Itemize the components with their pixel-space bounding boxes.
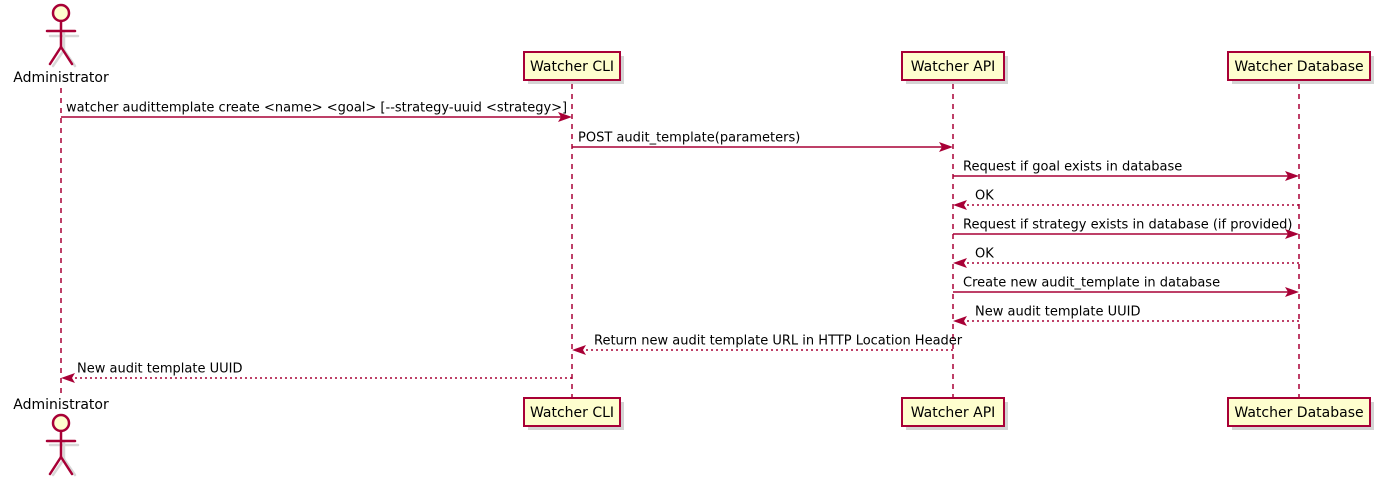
participant-box bbox=[1227, 397, 1371, 427]
message-1-watcher-audittemplate-create[interactable]: watcher audittemplate create <name> <goa… bbox=[61, 101, 572, 123]
lifelines-layer bbox=[60, 84, 1300, 398]
message-arrowhead bbox=[572, 345, 586, 355]
message-label: Request if strategy exists in database (… bbox=[963, 218, 1292, 233]
actor-shadow bbox=[48, 440, 80, 477]
message-label: OK bbox=[975, 189, 994, 204]
message-label: Return new audit template URL in HTTP Lo… bbox=[594, 334, 963, 349]
message-8-new-audit-template-uuid[interactable]: New audit template UUID bbox=[953, 305, 1299, 327]
participant-label-watcher-cli-bottom: Watcher CLI bbox=[530, 405, 614, 421]
actor-body-icon bbox=[45, 429, 77, 476]
actor-label-administrator-bottom: Administrator bbox=[13, 397, 109, 413]
message-arrowhead bbox=[61, 373, 75, 383]
participant-label-watcher-api-top: Watcher API bbox=[911, 59, 996, 75]
message-arrowhead bbox=[1285, 229, 1299, 239]
message-arrowhead bbox=[1285, 287, 1299, 297]
participant-watcher-api-top[interactable]: Watcher API bbox=[901, 51, 1008, 84]
message-2-post-audit-template[interactable]: POST audit_template(parameters) bbox=[572, 131, 953, 153]
participant-box bbox=[523, 397, 621, 427]
message-4-ok-goal[interactable]: OK bbox=[953, 189, 1299, 211]
participant-label-watcher-database-top: Watcher Database bbox=[1234, 59, 1363, 75]
message-5-request-strategy-exists[interactable]: Request if strategy exists in database (… bbox=[953, 218, 1299, 240]
participant-watcher-cli-top[interactable]: Watcher CLI bbox=[523, 51, 624, 84]
participant-watcher-database-bottom[interactable]: Watcher Database bbox=[1227, 397, 1374, 430]
participant-box bbox=[901, 397, 1005, 427]
message-9-return-location-header[interactable]: Return new audit template URL in HTTP Lo… bbox=[572, 334, 963, 356]
actor-body-icon bbox=[45, 19, 77, 66]
actor-head-icon bbox=[51, 413, 71, 433]
message-arrowhead bbox=[558, 112, 572, 122]
participant-watcher-api-bottom[interactable]: Watcher API bbox=[901, 397, 1008, 430]
participant-label-watcher-database-bottom: Watcher Database bbox=[1234, 405, 1363, 421]
message-label: OK bbox=[975, 247, 994, 262]
participant-box bbox=[523, 51, 621, 81]
participant-label-watcher-api-bottom: Watcher API bbox=[911, 405, 996, 421]
message-label: Create new audit_template in database bbox=[963, 276, 1220, 291]
actor-administrator-top[interactable]: Administrator bbox=[13, 3, 109, 86]
message-arrowhead bbox=[953, 200, 967, 210]
participant-label-watcher-cli-top: Watcher CLI bbox=[530, 59, 614, 75]
message-3-request-goal-exists[interactable]: Request if goal exists in database bbox=[953, 160, 1299, 182]
message-label: New audit template UUID bbox=[77, 362, 242, 377]
message-10-new-audit-template-uuid-to-admin[interactable]: New audit template UUID bbox=[61, 362, 572, 384]
actor-head-icon bbox=[51, 3, 71, 23]
message-arrowhead bbox=[953, 258, 967, 268]
message-label: watcher audittemplate create <name> <goa… bbox=[66, 101, 567, 116]
message-arrowhead bbox=[953, 316, 967, 326]
actor-label-administrator-top: Administrator bbox=[13, 70, 109, 86]
participant-box bbox=[901, 51, 1005, 81]
message-arrowhead bbox=[939, 142, 953, 152]
message-label: New audit template UUID bbox=[975, 305, 1140, 320]
actor-administrator-bottom[interactable]: Administrator bbox=[13, 397, 109, 477]
message-label: Request if goal exists in database bbox=[963, 160, 1182, 175]
message-7-create-audit-template[interactable]: Create new audit_template in database bbox=[953, 276, 1299, 298]
message-arrowhead bbox=[1285, 171, 1299, 181]
participant-watcher-database-top[interactable]: Watcher Database bbox=[1227, 51, 1374, 84]
participant-box bbox=[1227, 51, 1371, 81]
participant-watcher-cli-bottom[interactable]: Watcher CLI bbox=[523, 397, 624, 430]
message-label: POST audit_template(parameters) bbox=[578, 131, 800, 146]
message-6-ok-strategy[interactable]: OK bbox=[953, 247, 1299, 269]
